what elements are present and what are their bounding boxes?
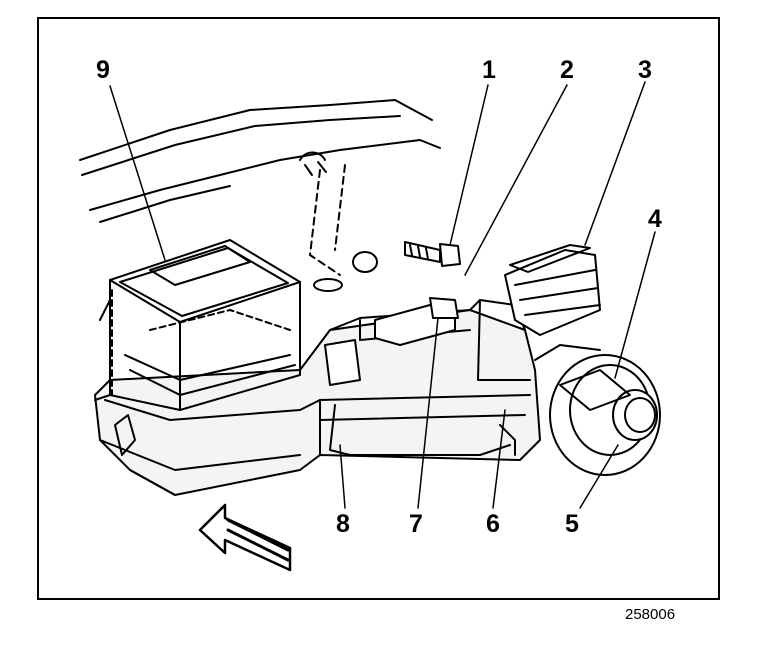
bolt-part-1 (404, 241, 461, 267)
callout-3: 3 (638, 56, 652, 84)
callout-7: 7 (409, 510, 423, 538)
mounting-dashed-lines (111, 164, 346, 396)
actuator-part-7 (374, 297, 459, 346)
actuator-bracket (324, 339, 361, 386)
drain-fitting (313, 251, 378, 292)
front-direction-arrow (198, 503, 292, 572)
filter-cover-part-9 (94, 239, 301, 411)
callout-2: 2 (560, 56, 574, 84)
blower-assembly (534, 344, 661, 476)
cowl-outline (79, 99, 441, 223)
hvac-case (94, 299, 541, 496)
air-inlet-duct-part-3 (504, 244, 601, 336)
callout-6: 6 (486, 510, 500, 538)
callout-5: 5 (565, 510, 579, 538)
leader-lines (109, 81, 656, 509)
callout-9: 9 (96, 56, 110, 84)
callout-4: 4 (648, 205, 662, 233)
figure-number: 258006 (625, 606, 676, 623)
diagram-frame (37, 17, 720, 600)
callout-1: 1 (482, 56, 496, 84)
callout-8: 8 (336, 510, 350, 538)
